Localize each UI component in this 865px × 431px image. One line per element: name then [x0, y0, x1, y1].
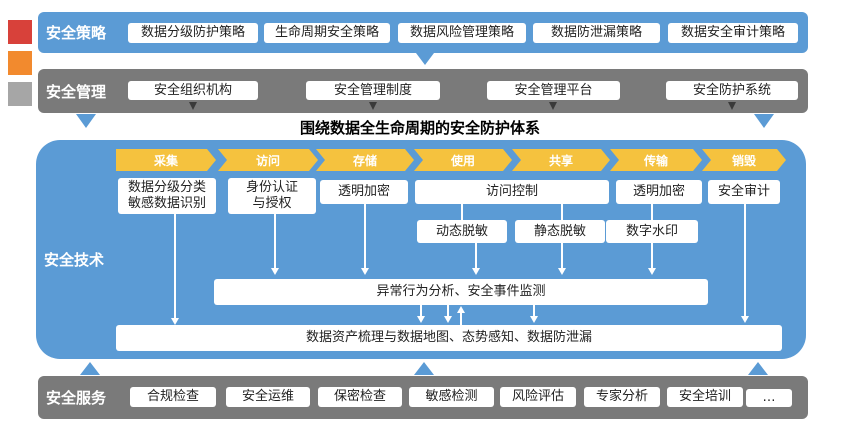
arrowhead [361, 268, 369, 275]
connector-line [460, 312, 462, 325]
small-down-arrow [728, 102, 736, 110]
connector-line [364, 204, 366, 269]
diagram-title: 围绕数据全生命周期的安全防护体系 [299, 119, 540, 137]
small-down-arrow [369, 102, 377, 110]
down-arrow [76, 114, 96, 128]
arrowhead [558, 268, 566, 275]
small-down-arrow [189, 102, 197, 110]
stage-chevron: 存储 [316, 149, 414, 171]
arrowhead [530, 316, 538, 323]
classify-box: 数据分级分类 敏感数据识别 [118, 178, 216, 214]
service-item: 风险评估 [500, 387, 576, 407]
connector-line [651, 243, 653, 269]
stage-chevron: 共享 [512, 149, 610, 171]
static-masking-box: 静态脱敏 [515, 220, 605, 243]
service-item: 安全培训 [667, 387, 743, 407]
service-item: 保密检查 [318, 387, 402, 407]
policy-item: 生命周期安全策略 [264, 23, 390, 43]
service-item: 敏感检测 [409, 387, 494, 407]
service-item: 专家分析 [584, 387, 660, 407]
connector-line [461, 204, 463, 220]
arrowhead [457, 306, 465, 313]
stage-chevron: 访问 [218, 149, 318, 171]
stage-chevron: 传输 [610, 149, 702, 171]
connector-line [533, 305, 535, 317]
management-item: 安全组织机构 [128, 81, 258, 100]
up-arrow [80, 362, 100, 375]
policy-item: 数据风险管理策略 [398, 23, 526, 43]
connector-line [561, 243, 563, 269]
technology-title: 安全技术 [44, 251, 105, 269]
management-item: 安全管理平台 [487, 81, 620, 100]
behavior-analysis-box: 异常行为分析、安全事件监测 [214, 279, 708, 305]
connector-line [651, 204, 653, 220]
down-arrow [416, 53, 434, 65]
storage-encryption-box: 透明加密 [320, 180, 408, 204]
small-down-arrow [549, 102, 557, 110]
connector-line [744, 204, 746, 316]
access-control-box: 访问控制 [415, 180, 609, 204]
arrowhead [271, 268, 279, 275]
connector-line [561, 204, 563, 220]
up-arrow [748, 362, 768, 375]
asset-mapping-box: 数据资产梳理与数据地图、态势感知、数据防泄漏 [116, 325, 782, 351]
arrowhead [417, 316, 425, 323]
auth-box: 身份认证 与授权 [228, 178, 316, 214]
policy-item: 数据分级防护策略 [128, 23, 258, 43]
down-arrow [754, 114, 774, 128]
dynamic-masking-box: 动态脱敏 [417, 220, 507, 243]
arrowhead [648, 268, 656, 275]
transfer-encryption-box: 透明加密 [616, 180, 702, 204]
stage-chevron: 使用 [414, 149, 512, 171]
service-item-more: … [746, 389, 792, 407]
policy-title: 安全策略 [46, 24, 107, 42]
management-item: 安全管理制度 [306, 81, 440, 100]
connector-line [274, 214, 276, 269]
service-item: 安全运维 [226, 387, 310, 407]
arrowhead [741, 316, 749, 323]
service-item: 合规检查 [130, 387, 216, 407]
legend-orange-swatch [8, 51, 32, 75]
legend-red-swatch [8, 20, 32, 44]
arrowhead [444, 316, 452, 323]
watermark-box: 数字水印 [606, 220, 698, 243]
connector-line [475, 243, 477, 269]
audit-box: 安全审计 [708, 180, 780, 204]
stage-chevron: 销毁 [702, 149, 786, 171]
up-arrow [414, 362, 434, 375]
policy-item: 数据安全审计策略 [668, 23, 798, 43]
management-title: 安全管理 [46, 83, 107, 101]
arrowhead [472, 268, 480, 275]
policy-item: 数据防泄漏策略 [533, 23, 660, 43]
connector-line [447, 305, 449, 317]
arrowhead [171, 318, 179, 325]
management-item: 安全防护系统 [666, 81, 798, 100]
stage-chevron: 采集 [116, 149, 216, 171]
legend-gray-swatch [8, 82, 32, 106]
connector-line [420, 305, 422, 317]
connector-line [174, 214, 176, 319]
services-title: 安全服务 [46, 389, 107, 407]
